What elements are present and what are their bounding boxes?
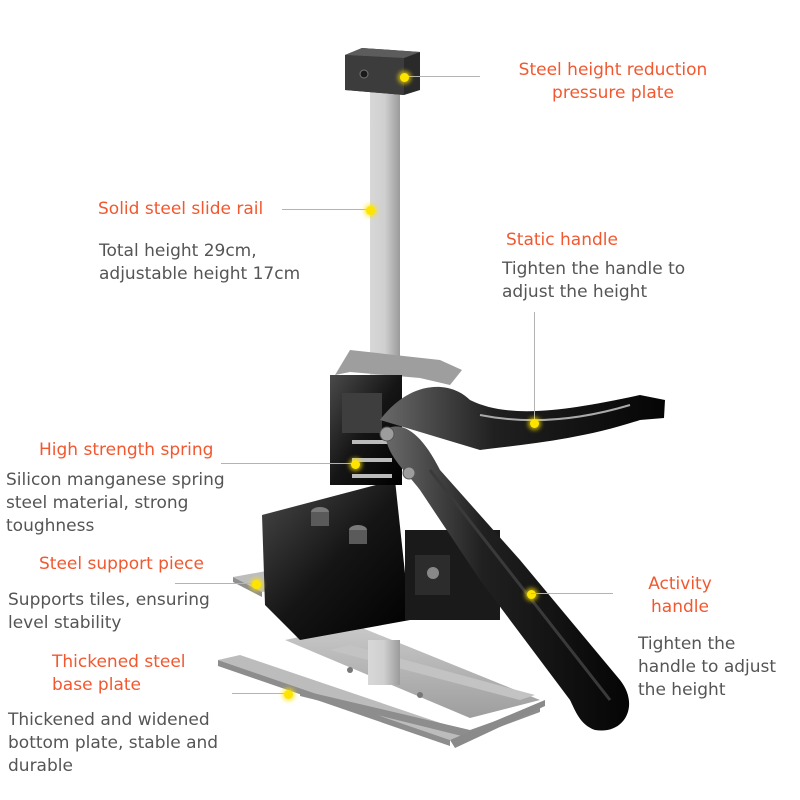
static-handle-title: Static handle [506,230,618,250]
base-plate-description-line: durable [8,756,73,776]
static-handle-description-line: adjust the height [502,282,648,302]
slide-rail-marker-icon [366,206,375,215]
spring-leader-line [221,463,355,464]
activity-handle-description-line: handle to adjust [638,657,777,677]
slide-rail-shape [370,85,400,385]
slide-rail-description: Total height 29cm, adjustable height 17c… [99,240,300,286]
base-plate-description-line: bottom plate, stable and [8,733,219,753]
slide-rail-description-line: Total height 29cm, [99,241,257,261]
static-handle-shape [380,386,665,450]
spring-description-line: toughness [6,516,95,536]
support-piece-leader-line [175,583,255,584]
static-handle-description: Tighten the handle to adjust the height [502,258,685,304]
pressure-plate-leader-line [404,76,480,77]
spring-description-line: steel material, strong [6,493,189,513]
activity-handle-title: Activity handle [630,573,730,619]
base-plate-title-line: Thickened steel [52,652,186,672]
pressure-plate-title: Steel height reduction pressure plate [497,59,729,105]
slide-rail-description-line: adjustable height 17cm [99,264,301,284]
support-piece-description-line: level stability [8,613,122,633]
spring-description: Silicon manganese spring steel material,… [6,469,225,538]
static-handle-marker-icon [530,419,539,428]
activity-handle-shape [385,426,630,731]
support-piece-title: Steel support piece [39,554,204,574]
spring-description-line: Silicon manganese spring [6,470,225,490]
spring-marker-icon [351,460,360,469]
pressure-plate-title-text: Steel height reduction pressure plate [518,60,708,103]
support-piece-description: Supports tiles, ensuring level stability [8,589,210,635]
base-plate-title: Thickened steel base plate [52,651,186,697]
pressure-plate-shape [345,48,420,95]
activity-handle-description-line: the height [638,680,726,700]
base-plate-title-line: base plate [52,675,141,695]
pressure-plate-marker-icon [400,73,409,82]
support-piece-marker-icon [252,580,261,589]
spring-title: High strength spring [39,440,214,460]
base-plate-marker-icon [284,690,293,699]
base-plate-description-line: Thickened and widened [8,710,210,730]
support-piece-description-line: Supports tiles, ensuring [8,590,210,610]
slide-rail-title: Solid steel slide rail [98,199,264,219]
activity-handle-description-line: Tighten the [638,634,736,654]
static-handle-leader-line [534,312,535,422]
activity-handle-title-line: handle [651,597,709,617]
static-handle-description-line: Tighten the handle to [502,259,686,279]
activity-handle-title-line: Activity [648,574,712,594]
activity-handle-leader-line [531,593,613,594]
activity-handle-marker-icon [527,590,536,599]
base-plate-leader-line [232,693,288,694]
activity-handle-description: Tighten the handle to adjust the height [638,633,776,702]
slide-rail-leader-line [282,209,370,210]
base-plate-description: Thickened and widened bottom plate, stab… [8,709,218,778]
